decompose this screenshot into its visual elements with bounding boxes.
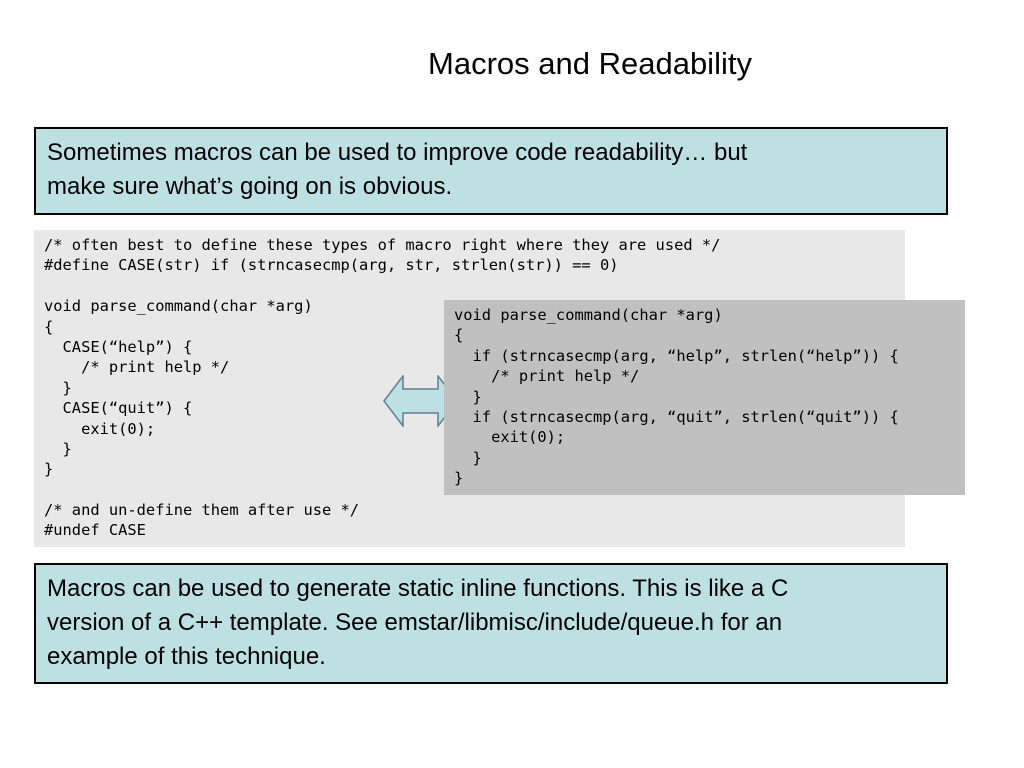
slide-title: Macros and Readability [428,46,752,81]
code-line: /* print help */ [454,367,640,386]
code-line: if (strncasecmp(arg, “quit”, strlen(“qui… [454,407,899,426]
code-line: } [44,460,54,479]
expanded-code-block: void parse_command(char *arg) { if (strn… [444,300,965,495]
code-line: } [454,448,482,467]
code-line: } [44,439,72,458]
code-line: #undef CASE [44,521,146,540]
code-line: { [454,326,464,345]
code-line: } [454,469,464,488]
code-line: /* and un-define them after use */ [44,501,360,520]
code-line: if (strncasecmp(arg, “help”, strlen(“hel… [454,346,899,365]
callout-line: example of this technique. [47,643,326,670]
code-line: exit(0); [454,428,566,447]
code-line: } [454,387,482,406]
callout-line: Sometimes macros can be used to improve … [47,139,748,166]
code-line: #define CASE(str) if (strncasecmp(arg, s… [44,256,619,275]
code-line: { [44,317,54,336]
code-line: /* often best to define these types of m… [44,236,721,254]
readability-callout: Sometimes macros can be used to improve … [34,127,948,215]
code-line: void parse_command(char *arg) [44,297,313,316]
callout-line: version of a C++ template. See emstar/li… [47,609,783,636]
code-line [44,276,905,296]
code-line: CASE(“quit”) { [44,399,193,418]
code-line: exit(0); [44,419,156,438]
code-line: } [44,378,72,397]
callout-line: make sure what’s going on is obvious. [47,173,453,200]
code-line: CASE(“help”) { [44,337,193,356]
callout-line: Macros can be used to generate static in… [47,575,789,602]
code-line: void parse_command(char *arg) [454,306,723,324]
inline-functions-callout: Macros can be used to generate static in… [34,563,948,684]
code-line: /* print help */ [44,358,230,377]
